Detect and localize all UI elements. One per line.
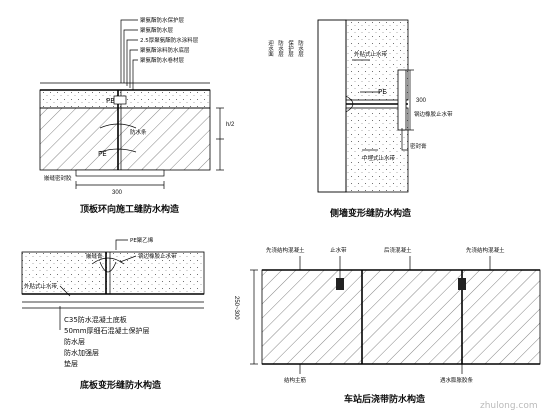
roof-callout-3: 2.5厚聚氨酯防水涂料层 xyxy=(140,36,199,44)
wall-vlabel-1: 迎水面 xyxy=(267,39,274,58)
floor-title: 底板变形缝防水构造 xyxy=(80,379,162,391)
floor-waterstop-center xyxy=(99,261,117,273)
station-swell-strip-left xyxy=(336,278,344,290)
water-stop-band-lower xyxy=(99,148,137,153)
dim-height-label: h/2 xyxy=(226,122,235,128)
station-first-pour-right xyxy=(461,269,541,365)
wall-stop-plate xyxy=(397,69,407,131)
wall-vlabel-4: 防水层 xyxy=(297,39,304,58)
wall-title: 侧墙变形缝防水构造 xyxy=(330,207,412,219)
sealant-label: 嵌缝密封胶 xyxy=(44,174,72,182)
leader xyxy=(115,239,128,250)
station-top-c: 后浇混凝土 xyxy=(384,246,412,254)
roof-joint-detail: 聚氨酯防水保护层 聚氨酯防水层 2.5厚聚氨酯防水涂料层 聚氨酯涂料防水底层 聚… xyxy=(39,16,235,215)
leader xyxy=(123,29,138,83)
station-post-pour xyxy=(361,269,463,365)
station-swell-strip-right xyxy=(458,278,466,290)
leader xyxy=(59,285,71,297)
leader xyxy=(120,19,138,83)
floor-layer-2: 50mm厚细石混凝土保护层 xyxy=(64,326,150,335)
floor-top-d: 外贴式止水带 xyxy=(24,282,58,290)
water-stop-band xyxy=(99,123,137,129)
pe-label-2: PE xyxy=(98,150,107,158)
wall-left-protect xyxy=(317,19,347,193)
roof-callout-4: 聚氨酯涂料防水底层 xyxy=(140,46,190,54)
roof-callout-1: 聚氨酯防水保护层 xyxy=(140,16,185,24)
wall-vlabel-3: 保护层 xyxy=(287,39,294,58)
wall-vlabel-2: 防水层 xyxy=(277,39,284,58)
wall-joint-detail: 迎水面 防水层 保护层 防水层 外贴式止水带 PE 中埋式止水带 钢边橡胶止水带… xyxy=(267,19,453,219)
dim-width-label: 300 xyxy=(112,190,123,196)
roof-bottom-plate xyxy=(75,169,165,177)
floor-top-b: PE聚乙烯 xyxy=(130,236,154,244)
floor-top-a: 嵌缝膏 xyxy=(86,252,103,260)
station-top-b: 止水带 xyxy=(330,246,347,254)
leader xyxy=(132,59,138,90)
pe-foam xyxy=(113,95,127,105)
roof-callout-5: 聚氨酯防水卷材层 xyxy=(140,56,185,64)
roof-title: 顶板环向施工缝防水构造 xyxy=(80,203,180,215)
station-top-d: 先浇结构混凝土 xyxy=(466,246,505,254)
station-top-a: 先浇结构混凝土 xyxy=(266,246,305,254)
pe-label: PE xyxy=(106,97,115,105)
wall-label-d: 钢边橡胶止水带 xyxy=(414,110,453,118)
wall-label-a: 外贴式止水带 xyxy=(354,50,388,58)
floor-layer-3: 防水层 xyxy=(64,337,85,346)
floor-layer-4: 防水加强层 xyxy=(64,348,99,357)
floor-waterstop xyxy=(91,257,125,265)
station-post-pour-detail: 先浇结构混凝土 止水带 后浇混凝土 先浇结构混凝土 结构主筋 遇水膨胀胶条 25… xyxy=(233,246,541,405)
roof-structure xyxy=(39,107,211,171)
wall-label-b: PE xyxy=(378,88,387,96)
floor-joint-detail: 嵌缝膏 PE聚乙烯 钢边橡胶止水带 外贴式止水带 C35防水混凝土底板 50mm… xyxy=(21,236,205,391)
roof-callout-2: 聚氨酯防水层 xyxy=(140,26,174,34)
leader xyxy=(119,255,137,263)
wall-dim-label: 300 xyxy=(416,98,427,104)
station-first-pour-left xyxy=(261,269,363,365)
station-dim-label: 250~300 xyxy=(233,296,239,320)
wall-label-c: 中埋式止水带 xyxy=(362,154,396,162)
leader xyxy=(129,49,138,88)
leader xyxy=(126,39,138,86)
watermark: zhulong.com xyxy=(480,401,538,411)
stop-label: 防水条 xyxy=(130,128,147,136)
floor-top-c: 钢边橡胶止水带 xyxy=(138,252,177,260)
wall-label-e: 密封膏 xyxy=(410,142,427,150)
station-bottom-b: 遇水膨胀胶条 xyxy=(440,376,474,384)
leader xyxy=(401,128,408,151)
wall-waterstop xyxy=(345,95,354,113)
station-title: 车站后浇带防水构造 xyxy=(344,393,426,405)
floor-layer-1: C35防水混凝土底板 xyxy=(64,315,127,324)
station-bottom-a: 结构主筋 xyxy=(284,376,307,384)
floor-layer-5: 垫层 xyxy=(64,359,78,368)
